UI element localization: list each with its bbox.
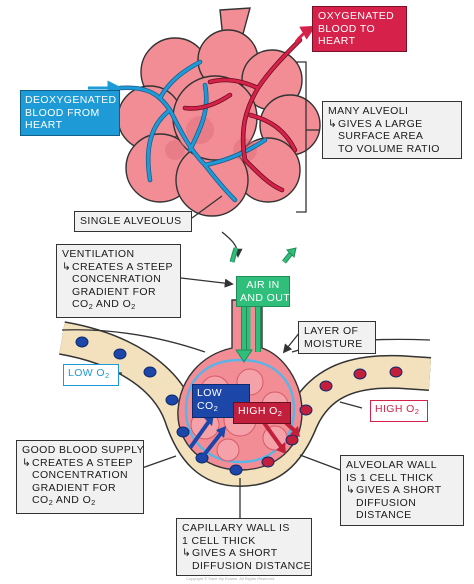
alveolar-wall-line-1: ↳GIVES A SHORT [346,484,442,496]
blood-supply-label: GOOD BLOOD SUPPLY ↳CREATES A STEEP CONCE… [16,440,144,514]
capillary-wall-line-1: ↳GIVES A SHORT [182,547,278,559]
oxy-line-3: HEART [318,35,356,47]
alveolar-wall-label: ALVEOLAR WALL IS 1 CELL THICK ↳GIVES A S… [340,455,464,526]
single-alveolus-text: SINGLE ALVEOLUS [80,215,182,227]
ventilation-label: VENTILATION ↳CREATES A STEEP CONCENRATIO… [56,244,181,318]
air-line-1: AIR IN [246,279,280,291]
return-arrow-icon: ↳ [22,456,32,469]
capillary-wall-title-1: CAPILLARY WALL IS [182,522,290,534]
low-o2-sub: 2 [105,371,110,380]
ventilation-line-3: GRADIENT FOR [72,285,156,298]
many-alveoli-line-2: SURFACE AREA [338,130,424,142]
oxy-line-1: OXYGENATED [318,10,395,22]
many-alveoli-line-1: ↳GIVES A LARGE [328,117,423,130]
return-arrow-icon: ↳ [62,260,72,273]
oxygenated-label: OXYGENATED BLOOD TO HEART [312,6,407,52]
blood-supply-line-2: CONCENTRATION [32,469,129,481]
high-o2-outer-text: HIGH O [375,403,415,415]
single-alveolus-label: SINGLE ALVEOLUS [74,211,192,232]
return-arrow-icon: ↳ [328,117,338,130]
alveolar-wall-title-2: IS 1 CELL THICK [346,471,434,484]
moisture-line-2: MOISTURE [304,337,363,350]
ventilation-gases: CO2 AND O2 [72,298,136,311]
oxy-flow-arrow [294,25,316,43]
alveolar-wall-line-3: DISTANCE [356,509,412,521]
air-in-out-label: AIR IN AND OUT [236,276,290,307]
blood-supply-line-3: GRADIENT FOR [32,481,116,494]
deoxy-line-1: DEOXYGENATED [25,94,117,106]
co2-out-arrows [188,414,226,462]
high-o2-outer-label: HIGH O2 [370,400,428,422]
low-co2-text: LOW CO [197,387,223,412]
high-o2-inner-text: HIGH O [238,405,278,417]
moisture-line-1: LAYER OF [304,325,359,337]
low-o2-label: LOW O2 [63,364,119,386]
deoxygenated-label: DEOXYGENATED BLOOD FROM HEART [20,90,120,136]
tissue-upper-left [61,329,206,353]
alveolar-wall-title-1: ALVEOLAR WALL [346,459,437,471]
alveolar-wall-line-2: DIFFUSION [356,496,417,509]
moisture-label: LAYER OF MOISTURE [298,321,376,354]
many-alveoli-title: MANY ALVEOLI [328,105,409,117]
air-line-2: AND OUT [240,291,291,304]
blood-supply-gases: CO2 AND O2 [32,494,96,507]
zoom-arrow [221,231,243,258]
single-alveolus-pointer [191,195,223,219]
oxy-line-2: BLOOD TO [318,22,376,35]
many-alveoli-label: MANY ALVEOLI ↳GIVES A LARGE SURFACE AREA… [322,101,462,159]
copyright-text: Copyright © Save My Exams. All Rights Re… [186,576,275,581]
deoxy-line-3: HEART [25,119,63,131]
deoxy-line-2: BLOOD FROM [25,106,100,119]
high-o2-inner-sub: 2 [277,409,283,418]
high-o2-inner-label: HIGH O2 [233,402,291,424]
low-o2-text: LOW O [68,367,106,379]
blood-supply-title: GOOD BLOOD SUPPLY [22,444,145,456]
capillary-wall-line-2: DIFFUSION DISTANCE [192,559,312,572]
many-alveoli-bracket [296,61,307,213]
capillary-wall-label: CAPILLARY WALL IS 1 CELL THICK ↳GIVES A … [176,518,312,576]
alveoli-cluster [117,7,321,217]
ventilation-line-1: ↳CREATES A STEEP [62,260,173,273]
many-alveoli-line-3: TO VOLUME RATIO [338,142,440,155]
blood-supply-line-1: ↳CREATES A STEEP [22,456,133,469]
capillary-wall-title-2: 1 CELL THICK [182,534,256,547]
ventilation-title: VENTILATION [62,248,135,260]
return-arrow-icon: ↳ [182,547,192,559]
high-o2-outer-sub: 2 [414,407,420,416]
ventilation-line-2: CONCENRATION [72,273,162,285]
return-arrow-icon: ↳ [346,484,356,496]
moisture-layer [184,358,296,464]
low-co2-sub: 2 [213,403,219,413]
